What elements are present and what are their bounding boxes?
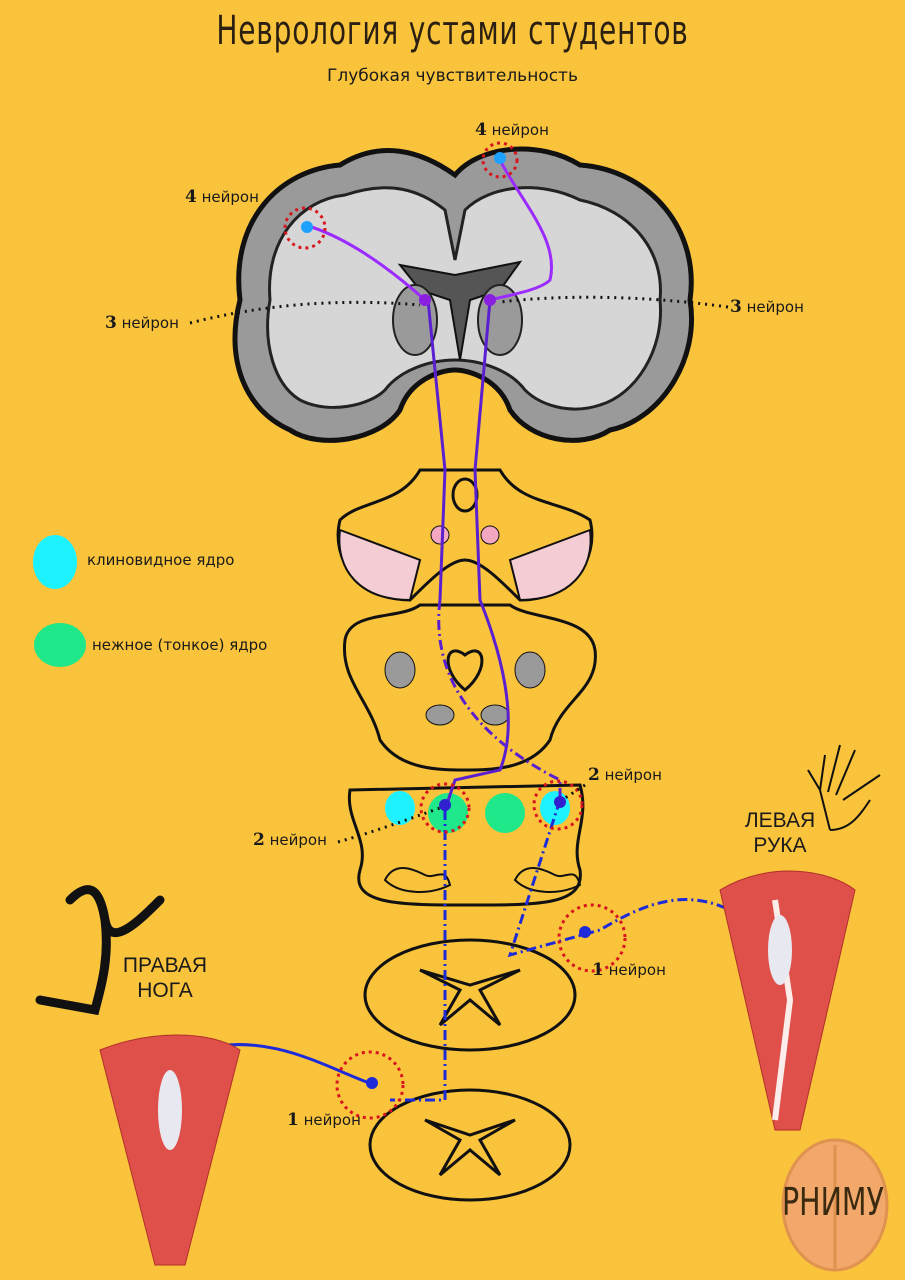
page-subtitle: Глубокая чувствительность	[327, 66, 578, 86]
brain-coronal-section	[232, 146, 694, 443]
highlight-circles	[283, 141, 627, 1120]
label-neuron2-left: 2 нейрон	[253, 830, 327, 850]
muscle-leg	[99, 1034, 241, 1266]
label-neuron3-right: 3 нейрон	[730, 297, 804, 317]
hand-icon	[807, 744, 881, 831]
medulla-section	[342, 603, 597, 772]
midbrain-section	[336, 468, 594, 602]
leg-icon	[35, 885, 165, 1016]
legend-swatch-gracile	[34, 623, 86, 667]
lower-medulla-section	[347, 783, 585, 907]
page-title: Неврология устами студентов	[216, 8, 689, 54]
legend-label-gracile: нежное (тонкое) ядро	[92, 636, 268, 654]
label-neuron4-left: 4 нейрон	[185, 187, 259, 207]
spinal-cord-lumbar	[368, 1088, 572, 1202]
neural-pathways	[199, 159, 761, 1102]
label-neuron4-top: 4 нейрон	[475, 120, 549, 140]
label-neuron1-left: 1 нейрон	[287, 1110, 361, 1130]
rnimu-logo-brain	[781, 1138, 889, 1272]
label-leaders	[189, 295, 729, 844]
muscle-arm	[719, 870, 856, 1131]
label-neuron2-right: 2 нейрон	[588, 765, 662, 785]
label-neuron1-right: 1 нейрон	[592, 960, 666, 980]
legend-label-cuneate: клиновидное ядро	[87, 551, 235, 569]
logo-text: РНИМУ	[782, 1180, 884, 1224]
label-neuron3-left: 3 нейрон	[105, 313, 179, 333]
spinal-cord-cervical	[363, 938, 577, 1052]
neuron-bodies	[301, 152, 591, 1089]
legend-swatch-cuneate	[33, 535, 77, 589]
